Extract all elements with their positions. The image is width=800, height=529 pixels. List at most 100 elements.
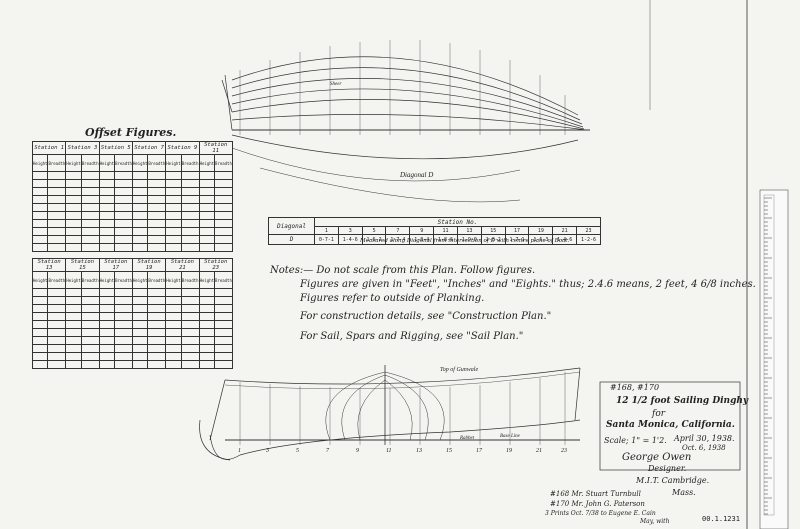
- diagonal-col-5: 5: [361, 226, 387, 235]
- offset-cell: [65, 296, 82, 305]
- offset-cell: [31, 328, 49, 337]
- offset-cell: [165, 243, 182, 252]
- offset-cell: [147, 195, 167, 204]
- offset-cell: [180, 243, 200, 252]
- svg-text:7: 7: [326, 448, 330, 454]
- offset-cell: [98, 328, 116, 337]
- offset-cell: [198, 171, 216, 180]
- offset-cell: [47, 328, 67, 337]
- diagonal-col-21: 21: [552, 226, 578, 235]
- offset-cell: [180, 211, 200, 220]
- offset-cell: [65, 288, 82, 297]
- offset-cell: [114, 304, 133, 313]
- offset-cell: [198, 328, 216, 337]
- sub-header-height: Height: [131, 154, 149, 172]
- offset-cell: [131, 227, 149, 236]
- offset-cell: [65, 203, 82, 212]
- diagonal-value: 1-9-0: [456, 234, 482, 245]
- offset-cell: [180, 304, 200, 313]
- ruler-ticks: [764, 197, 772, 515]
- table2-header-6: Station 23: [198, 258, 233, 272]
- offset-cell: [114, 195, 133, 204]
- offset-cell: [80, 288, 100, 297]
- offset-row: [31, 352, 233, 361]
- offset-cell: [65, 344, 82, 353]
- tb-designer: Designer.: [648, 464, 687, 473]
- offset-cell: [214, 352, 233, 361]
- table1-header-4: Station 7: [131, 141, 167, 155]
- offset-cell: [65, 219, 82, 228]
- offset-cell: [214, 179, 233, 188]
- diagonal-col-1: 1: [314, 226, 339, 235]
- offset-cell: [180, 344, 200, 353]
- offset-cell: [80, 243, 100, 252]
- offset-cell: [65, 352, 82, 361]
- offset-cell: [98, 211, 116, 220]
- scale-ruler: [759, 189, 789, 529]
- offset-cell: [165, 320, 182, 329]
- offset-cell: [114, 344, 133, 353]
- tb-school: M.I.T. Cambridge.: [636, 476, 710, 485]
- offset-cell: [198, 304, 216, 313]
- offset-row: [31, 243, 233, 252]
- offset-cell: [147, 360, 167, 369]
- tb-for: for: [652, 409, 666, 419]
- sub-header-height: Height: [165, 271, 182, 289]
- diagonal-note: Measured along Diagonal from intersectio…: [360, 238, 570, 244]
- offset-cell: [165, 296, 182, 305]
- offset-cell: [214, 227, 233, 236]
- offset-cell: [80, 235, 100, 244]
- offset-cell: [147, 235, 167, 244]
- svg-text:3: 3: [265, 448, 269, 454]
- offset-cell: [147, 312, 167, 321]
- offset-cell: [98, 304, 116, 313]
- offset-cell: [114, 312, 133, 321]
- diagonal-col-9: 9: [409, 226, 435, 235]
- offset-cell: [214, 336, 233, 345]
- offset-cell: [214, 187, 233, 196]
- offset-cell: [131, 243, 149, 252]
- diagonal-value: 1-7-4: [385, 234, 411, 245]
- diagonal-col-11: 11: [433, 226, 458, 235]
- record-3: 3 Prints Oct. 7/38 to Eugene E. Cain: [545, 510, 656, 517]
- offset-cell: [80, 195, 100, 204]
- diagonal-value: 0-7-1: [314, 234, 339, 245]
- offset-cell: [114, 211, 133, 220]
- offset-cell: [114, 328, 133, 337]
- offset-cell: [165, 304, 182, 313]
- table2-header-4: Station 19: [131, 258, 167, 272]
- offset-cell: [65, 243, 82, 252]
- offset-cell: [114, 171, 133, 180]
- sub-header-breadth: Breadth: [114, 271, 133, 289]
- offset-cell: [114, 243, 133, 252]
- offset-cell: [180, 328, 200, 337]
- tb-scale: Scale; 1" = 1'2.: [604, 436, 667, 445]
- offset-cell: [31, 219, 49, 228]
- offset-cell: [80, 187, 100, 196]
- offset-cell: [180, 179, 200, 188]
- sub-header-breadth: Breadth: [80, 154, 100, 172]
- svg-text:5: 5: [296, 448, 299, 454]
- offset-cell: [165, 179, 182, 188]
- offset-cell: [131, 296, 149, 305]
- offset-cell: [98, 195, 116, 204]
- offset-row: [31, 235, 233, 244]
- offset-cell: [114, 288, 133, 297]
- diagonal-col-17: 17: [504, 226, 530, 235]
- offset-cell: [114, 336, 133, 345]
- diagonal-value: 1-2-6: [576, 234, 601, 245]
- offset-cell: [31, 336, 49, 345]
- label-diagonal-d: Diagonal D: [399, 171, 433, 179]
- offset-cell: [31, 304, 49, 313]
- profile-view: [199, 367, 581, 461]
- svg-text:19: 19: [506, 448, 512, 454]
- offset-cell: [47, 344, 67, 353]
- table1-header-5: Station 9: [165, 141, 200, 155]
- offset-cell: [131, 235, 149, 244]
- offset-cell: [180, 235, 200, 244]
- offset-cell: [198, 243, 216, 252]
- offset-row: [31, 344, 233, 353]
- offset-cell: [198, 203, 216, 212]
- offset-cell: [31, 211, 49, 220]
